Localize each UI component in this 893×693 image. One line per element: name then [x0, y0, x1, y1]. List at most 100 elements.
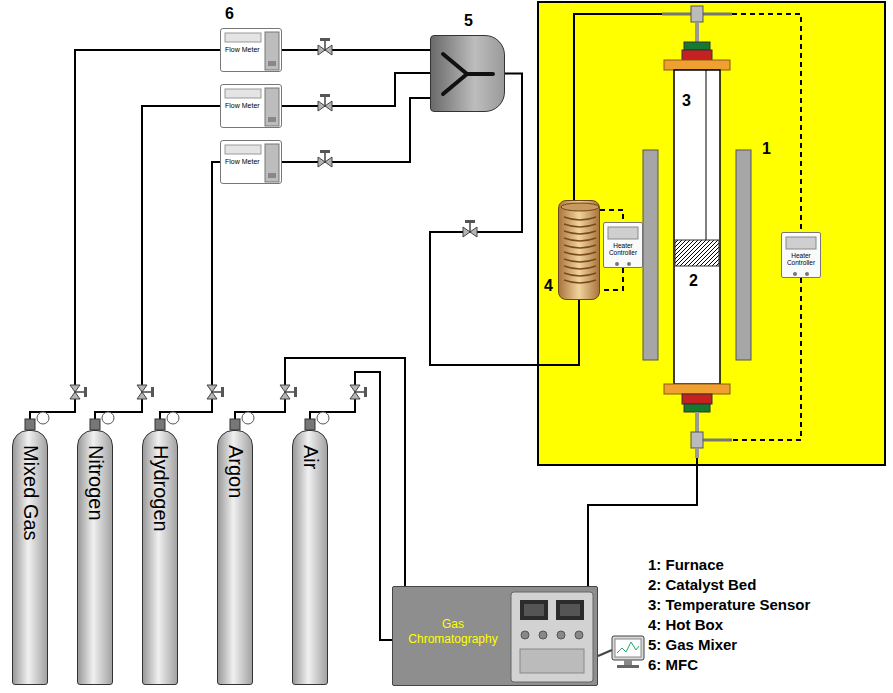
cylinder-valve	[155, 419, 165, 430]
thermocouple-wire	[732, 14, 801, 232]
node-label: Flow Meter	[225, 102, 260, 110]
key-entry: 4: Hot Box	[648, 616, 723, 633]
pressure-gauge	[242, 412, 254, 424]
gas-mixer: 5	[430, 35, 505, 112]
gc-button	[557, 631, 565, 639]
meter-display	[225, 89, 261, 98]
green-nut	[684, 404, 710, 412]
monitor-chart	[617, 642, 639, 653]
needle-valve	[137, 385, 154, 399]
monitor-base	[617, 665, 639, 668]
flange	[664, 60, 730, 70]
meter-display	[225, 33, 261, 42]
needle-valve	[207, 385, 224, 399]
gas-mixer-shape	[431, 36, 504, 111]
node-label: Hydrogen	[149, 445, 172, 532]
cylinder-valve	[305, 419, 315, 430]
monitor-frame	[612, 636, 644, 660]
cross-fitting	[691, 6, 703, 22]
callout-number: 2	[689, 272, 698, 290]
callout-number: 4	[544, 277, 553, 295]
hot-box-shape	[559, 201, 599, 299]
key-entry: 3: Temperature Sensor	[648, 596, 810, 613]
monitor-screen	[615, 639, 641, 657]
gas-line	[282, 98, 430, 162]
quartz-tube	[674, 70, 720, 384]
pressure-gauge	[167, 412, 179, 424]
gc-keypad	[520, 649, 584, 673]
thermocouple-wire	[600, 210, 623, 222]
node-label: Argon	[224, 445, 247, 498]
fitting-stem	[695, 412, 699, 432]
node-label: Air	[299, 445, 322, 469]
controller-knob	[805, 272, 809, 276]
node-label: Heater Controller	[784, 252, 818, 266]
controller-display	[608, 227, 638, 239]
thermocouple	[706, 70, 707, 240]
reactor-tube: 32	[662, 4, 732, 458]
gas-cylinder: Hydrogen	[142, 430, 178, 685]
key-entry: 5: Gas Mixer	[648, 636, 737, 653]
node-label: Mixed Gas	[19, 445, 42, 541]
hot-box-cap	[561, 203, 599, 211]
meter-display	[225, 145, 261, 154]
gc-button	[539, 631, 547, 639]
outlet-pipe	[703, 439, 732, 442]
cylinder-valve	[230, 419, 240, 430]
controller-knob	[793, 272, 797, 276]
key-entry: 6: MFC	[648, 656, 698, 673]
hot-enclosure	[538, 2, 885, 465]
meter-body	[265, 144, 279, 182]
reactor-tube-shape	[662, 4, 732, 458]
gas-cylinder: Mixed Gas	[12, 430, 48, 685]
gas-line	[430, 74, 579, 366]
gas-cylinder: Argon	[217, 430, 253, 685]
meter-body	[265, 32, 279, 70]
node-label: Heater Controller	[606, 242, 640, 256]
red-nut	[682, 394, 712, 404]
mixer-symbol	[443, 54, 493, 94]
mass-flow-controller: 6Flow Meter	[220, 28, 282, 72]
gc-window-glass	[524, 604, 544, 616]
cylinder-valve	[25, 419, 35, 430]
pressure-gauge	[102, 412, 114, 424]
gas-chromatograph: Gas Chromatography	[392, 586, 598, 686]
key-entry: 2: Catalyst Bed	[648, 576, 756, 593]
thermocouple-wire	[600, 268, 623, 290]
callout-number: 5	[464, 12, 473, 30]
hot-box: 4	[558, 200, 600, 300]
gas-line	[282, 49, 430, 51]
catalyst-bed	[675, 240, 719, 266]
cylinder-valve	[90, 419, 100, 430]
fitting-stem	[695, 22, 699, 42]
callout-number: 1	[762, 140, 771, 158]
green-nut	[684, 42, 710, 50]
gc-window	[556, 600, 584, 620]
meter-port	[268, 173, 276, 178]
cross-fitting	[691, 432, 703, 448]
gc-button	[575, 631, 583, 639]
gc-window-glass	[560, 604, 580, 616]
gc-window	[520, 600, 548, 620]
flange	[664, 384, 730, 394]
node-label: Nitrogen	[84, 445, 107, 521]
node-label: Flow Meter	[225, 46, 260, 54]
heating-coil	[564, 217, 596, 283]
controller-knob	[627, 262, 631, 266]
needle-valve	[350, 385, 367, 399]
callout-number: 6	[225, 5, 234, 23]
fitting-stem	[695, 448, 699, 458]
red-nut	[682, 50, 712, 60]
needle-valve	[318, 94, 332, 111]
furnace-plate	[736, 150, 751, 360]
key-entry: 1: Furnace	[648, 556, 724, 573]
needle-valve	[318, 38, 332, 55]
needle-valve	[463, 220, 477, 237]
callout-number: 3	[682, 92, 691, 110]
mass-flow-controller: Flow Meter	[220, 84, 282, 128]
controller-display	[786, 237, 816, 249]
mass-flow-controller: Flow Meter	[220, 140, 282, 184]
heater-controller: Heater Controller	[781, 232, 821, 278]
